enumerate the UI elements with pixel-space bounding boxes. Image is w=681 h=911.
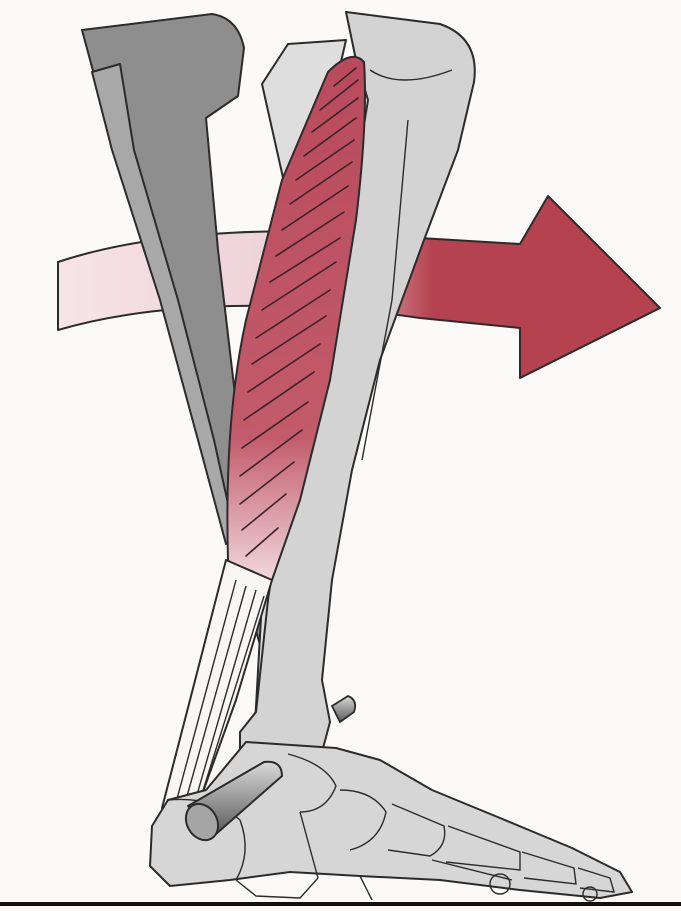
fixation-rod-back	[332, 696, 355, 722]
